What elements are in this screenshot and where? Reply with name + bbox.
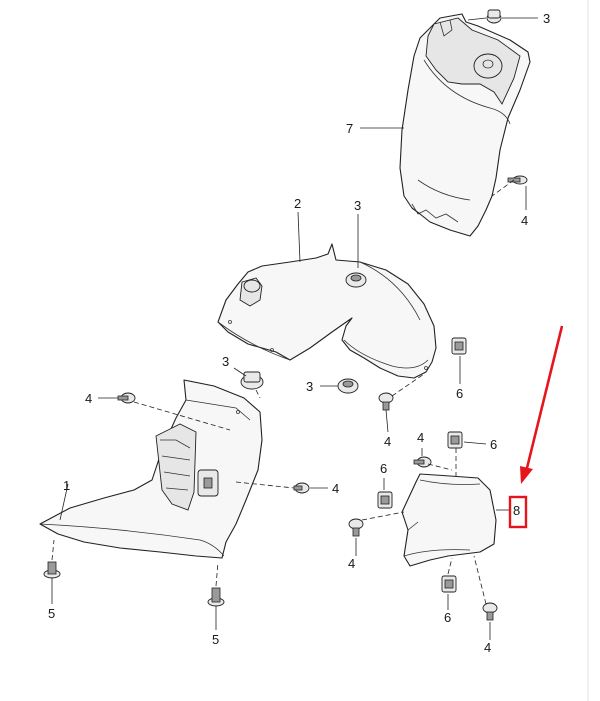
part-1-screw-left — [117, 392, 136, 404]
callout-5: 5 — [212, 632, 219, 647]
part-7-nut — [486, 9, 502, 24]
callout-4: 4 — [384, 434, 391, 449]
red-arrow — [525, 325, 564, 469]
callout-6: 6 — [380, 461, 387, 476]
callout-4: 4 — [417, 430, 424, 445]
callout-8: 8 — [513, 503, 520, 518]
callout-6: 6 — [490, 437, 497, 452]
callout-6: 6 — [456, 386, 463, 401]
callout-5: 5 — [48, 606, 55, 621]
callout-4: 4 — [85, 391, 92, 406]
part-8-screw-top — [413, 456, 432, 468]
part-2-nut-lower — [337, 378, 359, 394]
part-8-clip-left — [377, 491, 393, 509]
part-1-push-pin-left — [43, 561, 61, 579]
part-2-upper-liner — [217, 243, 437, 379]
part-2-screw — [378, 392, 394, 411]
part-1-lower-liner — [39, 379, 263, 559]
nut-left — [240, 371, 264, 390]
callout-4: 4 — [521, 213, 528, 228]
part-7-rear-wheel-liner — [399, 13, 531, 237]
leader-lines — [51, 17, 538, 640]
part-8-corner-liner — [401, 473, 497, 567]
red-annotation — [508, 325, 564, 529]
callout-3: 3 — [354, 198, 361, 213]
callout-1: 1 — [63, 478, 70, 493]
callout-labels: 3 7 4 2 3 3 3 6 4 4 4 1 5 5 4 6 6 4 6 4 … — [48, 11, 550, 655]
part-2-nut — [345, 272, 367, 288]
callout-4: 4 — [348, 556, 355, 571]
callout-4: 4 — [484, 640, 491, 655]
part-1-push-pin-right — [207, 587, 225, 607]
callout-6: 6 — [444, 610, 451, 625]
assembly-lines — [51, 179, 515, 605]
callout-7: 7 — [346, 121, 353, 136]
callout-3: 3 — [222, 354, 229, 369]
callout-3: 3 — [306, 379, 313, 394]
part-8-clip-top — [447, 431, 463, 449]
callout-3: 3 — [543, 11, 550, 26]
part-1-screw-right — [293, 482, 310, 494]
callout-2: 2 — [294, 196, 301, 211]
part-2-clip — [451, 337, 467, 355]
red-arrow-head — [520, 466, 533, 484]
part-8-screw-bottom — [482, 602, 498, 621]
callout-4: 4 — [332, 481, 339, 496]
part-7-screw — [507, 175, 528, 185]
part-8-clip-bottom — [441, 575, 457, 593]
part-8-screw-left — [348, 518, 364, 537]
red-highlight-box — [508, 495, 528, 529]
